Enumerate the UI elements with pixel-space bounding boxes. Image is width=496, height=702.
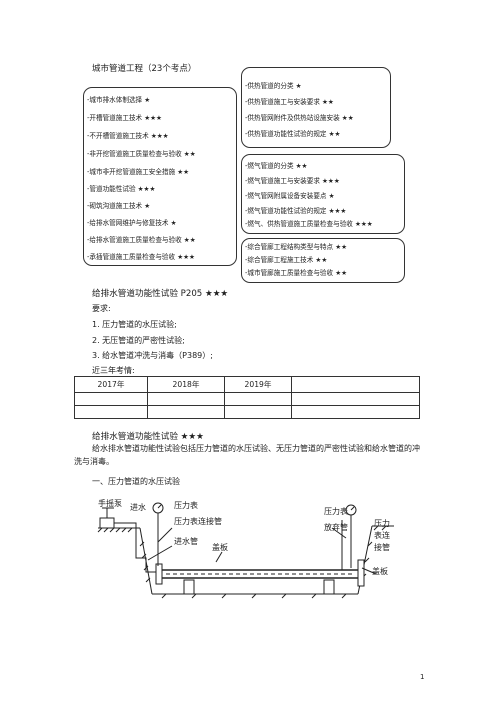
table-header: 2017年 <box>74 376 148 393</box>
list-item: -供热管网附件及供热站设施安装 ★★ <box>245 114 354 122</box>
table-row <box>74 405 420 419</box>
requirement-item: 1. 压力管道的水压试验; <box>92 320 177 329</box>
intro-paragraph: 给水排水管道功能性试验包括压力管道的水压试验、无压力管道的严密性试验和给水管道的… <box>74 444 420 466</box>
list-item: -城市管廊施工质量检查与验收 ★★ <box>245 269 348 277</box>
cover-plate-label: 盖板 <box>372 566 388 576</box>
list-item: -供热管道功能性试验的规定 ★★ <box>245 130 341 138</box>
hand-pump-label: 手摇泵 <box>98 498 122 508</box>
section-heading: 给排水管道功能性试验 P205 ★★★ <box>92 289 229 299</box>
table-cell <box>291 392 420 406</box>
list-item: -开槽管道施工技术 ★★★ <box>87 114 162 122</box>
drainage-topics-box: -城市排水体制选择 ★ -开槽管道施工技术 ★★★ -不开槽管道施工技术 ★★★… <box>83 87 237 266</box>
table-header <box>291 376 420 393</box>
hydrostatic-test-diagram: 手摇泵 进水 压力表 压力表连接管 进水管 盖板 压力表 放弃管 压力 表连 接… <box>97 498 394 599</box>
list-item: -不开槽管道施工技术 ★★★ <box>87 132 169 140</box>
inlet-pipe-label: 进水管 <box>174 536 198 546</box>
gauge-label: 压力表 <box>174 500 198 510</box>
table-row: 2017年 2018年 2019年 <box>74 376 420 393</box>
recent-exams-label: 近三年考情: <box>92 366 135 375</box>
page-title: 城市管道工程（23个考点） <box>92 64 197 74</box>
sub-heading: 一、压力管道的水压试验 <box>92 477 180 486</box>
table-cell <box>147 405 225 419</box>
list-item: -供热管道施工与安装要求 ★★ <box>245 98 334 106</box>
list-item: -燃气管道功能性试验的规定 ★★★ <box>245 207 347 215</box>
table-header: 2019年 <box>224 376 292 393</box>
list-item: -综合管廊工程施工技术 ★★ <box>245 256 328 264</box>
list-item: -综合管廊工程结构类型与特点 ★★ <box>245 243 348 251</box>
list-item: -非开挖管道施工质量检查与验收 ★★ <box>87 150 196 158</box>
list-item: -给排水管道施工质量检查与验收 ★★ <box>87 236 196 244</box>
table-row <box>74 392 420 406</box>
list-item: -供热管道的分类 ★ <box>245 82 302 90</box>
table-cell <box>74 392 148 406</box>
requirements-label: 要求: <box>92 304 111 313</box>
vent-pipe-label: 放弃管 <box>324 522 348 532</box>
gauge-label: 压力表 <box>324 506 348 516</box>
list-item: -城市非开挖管道施工安全措施 ★★ <box>87 168 190 176</box>
table-cell <box>74 405 148 419</box>
gauge-pipe-label: 接管 <box>374 542 390 552</box>
exam-years-table: 2017年 2018年 2019年 <box>74 376 420 419</box>
table-cell <box>224 405 292 419</box>
table-cell <box>224 392 292 406</box>
list-item: -管道功能性试验 ★★★ <box>87 185 156 193</box>
list-item: -燃气管道的分类 ★★ <box>245 162 308 170</box>
gauge-pipe-label: 压力表连接管 <box>174 516 222 526</box>
cover-plate-label: 盖板 <box>212 542 228 552</box>
requirement-item: 2. 无压管道的严密性试验; <box>92 336 185 345</box>
heating-topics-box: -供热管道的分类 ★ -供热管道施工与安装要求 ★★ -供热管网附件及供热站设施… <box>241 67 391 148</box>
list-item: -燃气、供热管道施工质量检查与验收 ★★★ <box>245 220 373 228</box>
gauge-pipe-label: 压力 <box>374 518 390 528</box>
table-cell <box>291 405 420 419</box>
list-item: -城市排水体制选择 ★ <box>87 96 151 104</box>
list-item: -燃气管道施工与安装要求 ★★★ <box>245 177 340 185</box>
table-header: 2018年 <box>147 376 225 393</box>
page-number: 1 <box>420 673 425 681</box>
list-item: -给排水管网维护与修复技术 ★ <box>87 219 177 227</box>
section-heading: 给排水管道功能性试验 ★★★ <box>92 432 204 442</box>
table-cell <box>147 392 225 406</box>
gas-topics-box: -燃气管道的分类 ★★ -燃气管道施工与安装要求 ★★★ -燃气管网附属设备安装… <box>241 154 405 234</box>
requirement-item: 3. 给水管道冲洗与消毒（P389）; <box>92 351 213 360</box>
utility-tunnel-topics-box: -综合管廊工程结构类型与特点 ★★ -综合管廊工程施工技术 ★★ -城市管廊施工… <box>241 238 405 283</box>
gauge-pipe-label: 表连 <box>374 530 390 540</box>
inlet-label: 进水 <box>130 502 146 512</box>
list-item: -砌筑沟道施工技术 ★ <box>87 202 151 210</box>
list-item: -承插管道施工质量检查与验收 ★★★ <box>87 253 195 261</box>
list-item: -燃气管网附属设备安装要点 ★ <box>245 192 335 200</box>
